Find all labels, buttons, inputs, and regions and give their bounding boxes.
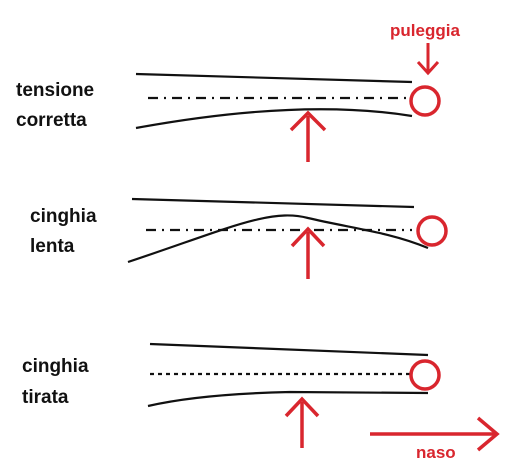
belt-lower-curve — [147, 390, 429, 408]
belt-upper-line — [135, 72, 413, 84]
label-correct-tension-line2: corretta — [16, 110, 87, 131]
label-correct-tension-line1: tensione — [16, 80, 94, 101]
pulley-circle — [416, 215, 448, 247]
panel-slack-belt: cinghia lenta — [30, 197, 448, 279]
label-tight-belt-line1: cinghia — [22, 356, 89, 377]
label-slack-belt-line1: cinghia — [30, 206, 97, 227]
panel-correct-tension: tensione corretta puleggia — [16, 21, 460, 162]
belt-lower-curve — [135, 108, 413, 130]
label-pulley: puleggia — [390, 21, 460, 40]
pulley-circle — [409, 85, 441, 117]
panel-tight-belt: cinghia tirata naso — [22, 342, 500, 462]
up-arrow-icon — [289, 110, 327, 162]
label-nose: naso — [416, 443, 456, 462]
label-slack-belt-line2: lenta — [30, 236, 75, 257]
belt-upper-line — [131, 197, 415, 209]
label-tight-belt-line2: tirata — [22, 387, 69, 408]
up-arrow-icon — [290, 226, 326, 279]
right-arrow-icon — [370, 416, 500, 452]
up-arrow-icon — [284, 396, 320, 448]
belt-upper-line — [149, 342, 429, 357]
belt-lower-curve — [127, 214, 429, 264]
pulley-pointer-arrow-head — [416, 60, 440, 76]
pulley-circle — [409, 359, 441, 391]
